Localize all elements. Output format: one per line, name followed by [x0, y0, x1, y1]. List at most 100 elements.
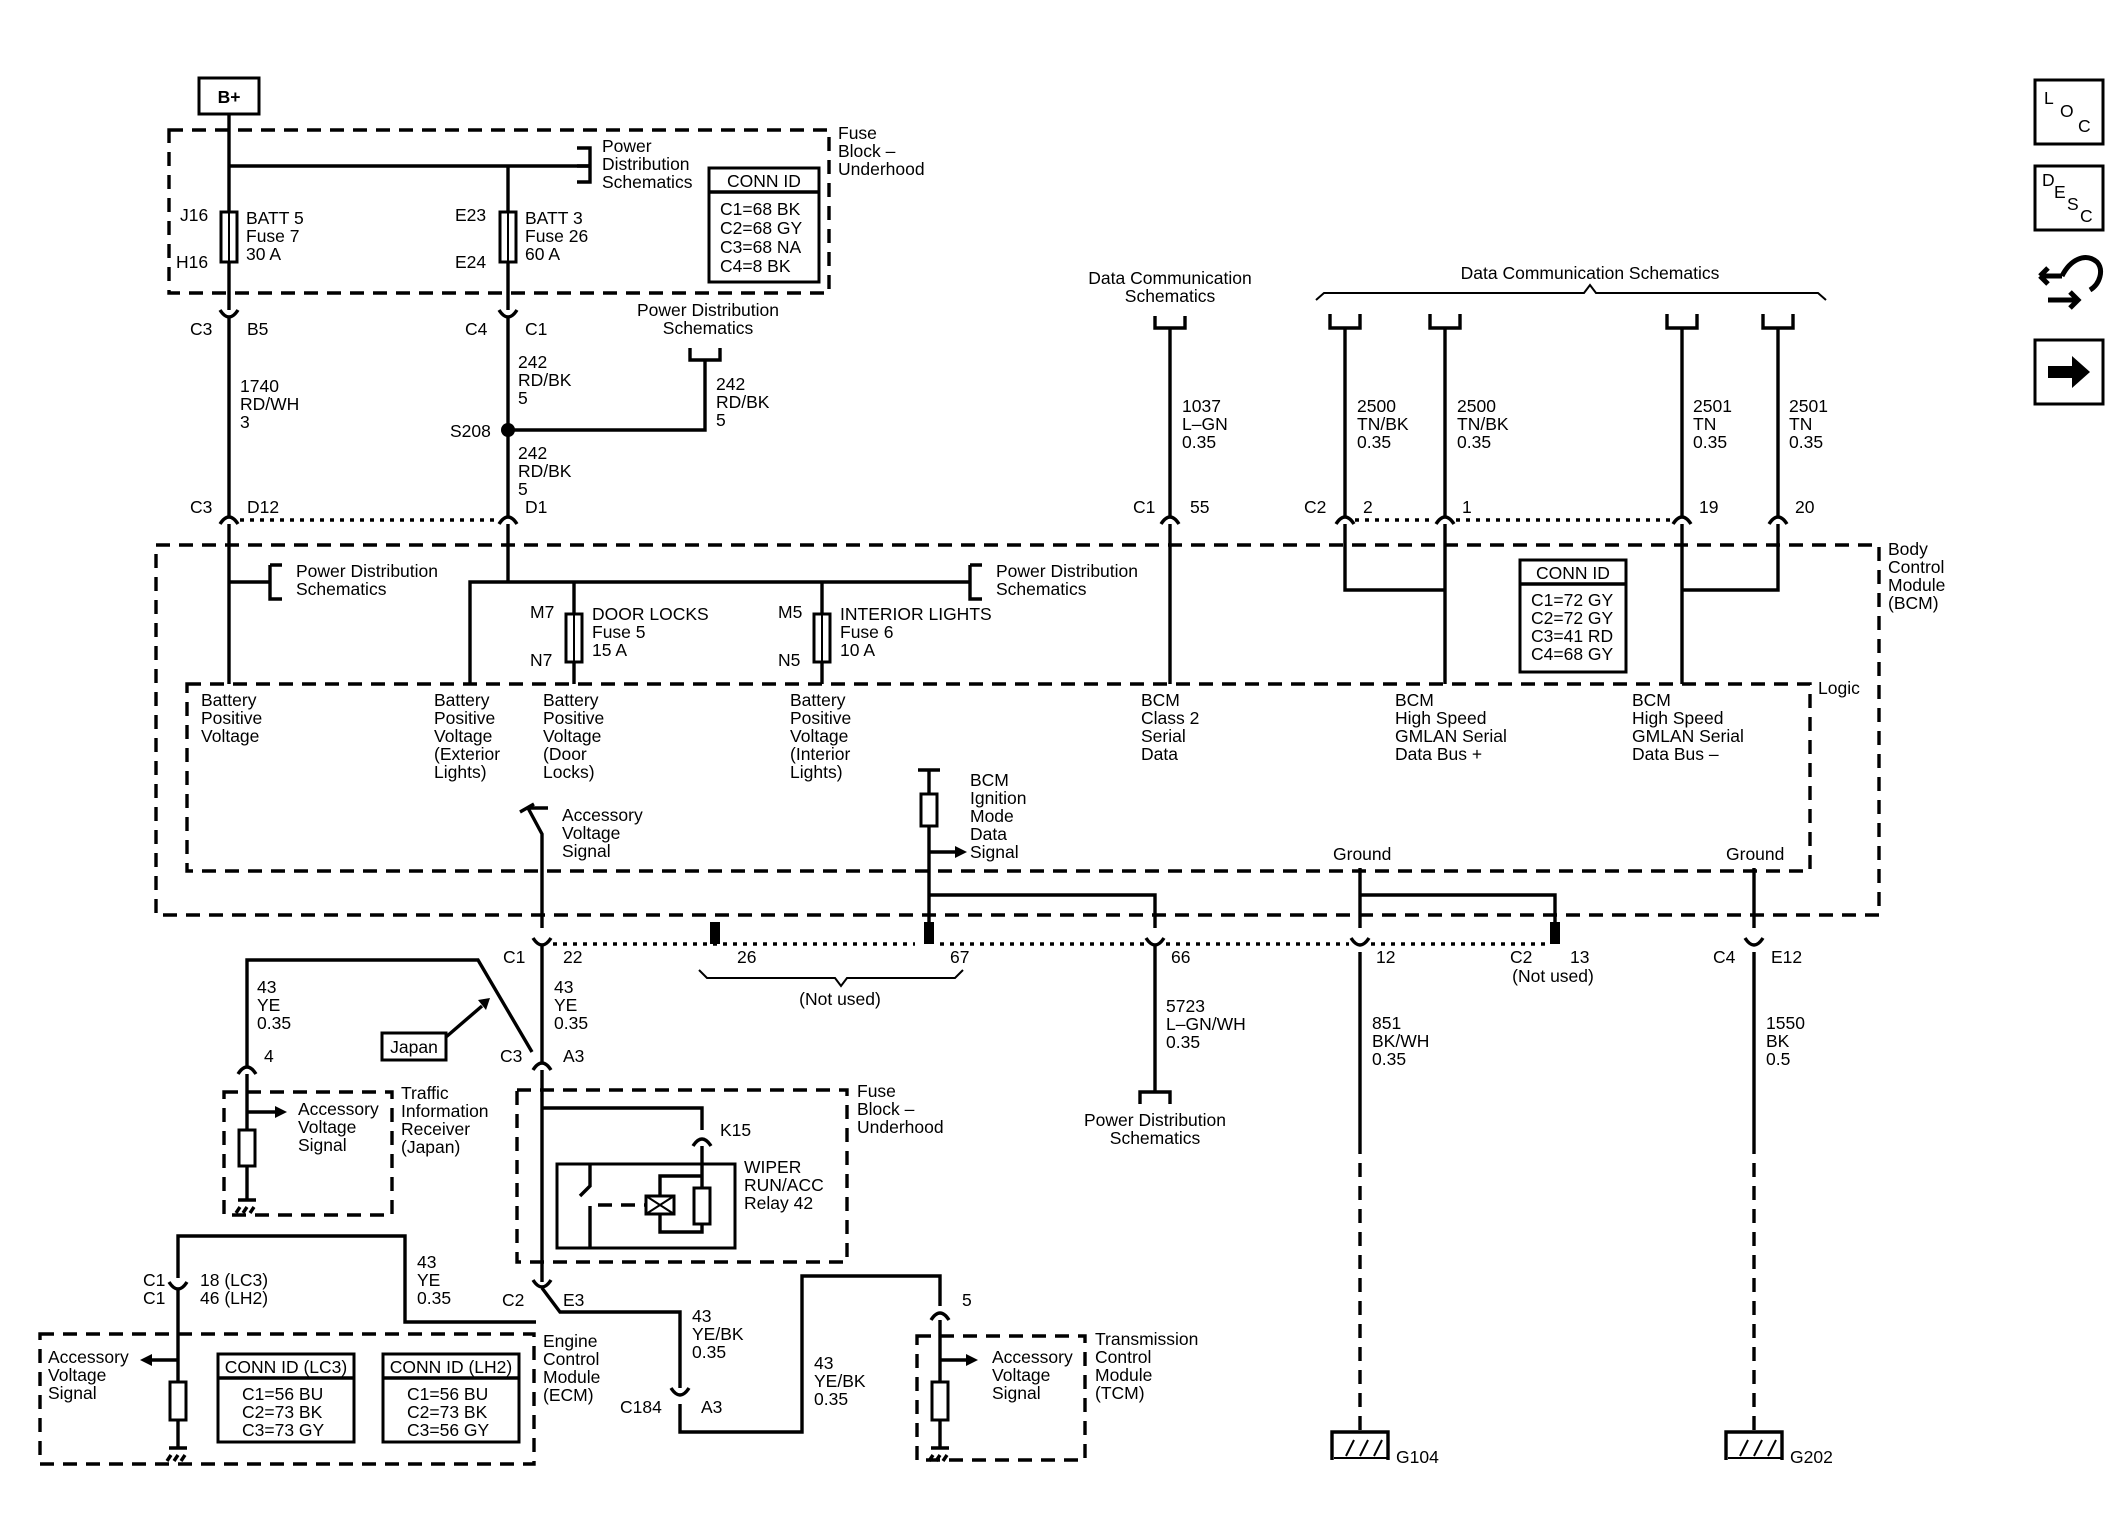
svg-text:46 (LH2): 46 (LH2): [200, 1288, 268, 1308]
bcm-ign-arrow-icon: [955, 846, 967, 858]
svg-text:YE: YE: [257, 995, 280, 1015]
ecm-signal-label: Accessory Voltage Signal: [48, 1347, 129, 1403]
ecm-feed-label: 43 YE 0.35: [417, 1252, 451, 1308]
wire-851-label: 851 BK/WH 0.35: [1372, 1013, 1429, 1069]
svg-text:Lights): Lights): [790, 762, 843, 782]
tir-signal-label: Accessory Voltage Signal: [298, 1099, 379, 1155]
ecm-arrow-icon: [140, 1354, 152, 1366]
conn-id-lh2: CONN ID (LH2) C1=56 BU C2=73 BK C3=56 GY: [381, 1352, 521, 1444]
svg-text:Underhood: Underhood: [838, 159, 925, 179]
svg-text:Mode: Mode: [970, 806, 1014, 826]
wire-5723-label: 5723 L–GN/WH 0.35: [1166, 996, 1246, 1052]
svg-text:Voltage: Voltage: [201, 726, 259, 746]
data-comm-bus-label: Data Communication Schematics: [1461, 263, 1720, 283]
svg-text:Fuse: Fuse: [857, 1081, 896, 1101]
svg-text:Data Bus –: Data Bus –: [1632, 744, 1719, 764]
desc-button[interactable]: D E S C: [2033, 164, 2105, 232]
svg-text:N5: N5: [778, 650, 800, 670]
fuse-block-underhood-top: [167, 128, 831, 295]
data-comm-brace: [1315, 283, 1827, 301]
svg-text:C2: C2: [1510, 947, 1532, 967]
svg-text:0.35: 0.35: [1693, 432, 1727, 452]
svg-text:B5: B5: [247, 319, 268, 339]
svg-text:0.35: 0.35: [1457, 432, 1491, 452]
svg-text:C2=72 GY: C2=72 GY: [1531, 608, 1614, 628]
japan-badge: Japan: [380, 998, 490, 1062]
wiper-relay-label: WIPER RUN/ACC Relay 42: [744, 1157, 824, 1213]
svg-text:BCM: BCM: [1141, 690, 1180, 710]
svg-text:CONN ID: CONN ID: [1536, 563, 1610, 583]
svg-text:Class 2: Class 2: [1141, 708, 1199, 728]
svg-text:Accessory: Accessory: [48, 1347, 129, 1367]
svg-text:BCM: BCM: [1632, 690, 1671, 710]
svg-text:2: 2: [1363, 497, 1373, 517]
svg-text:TN/BK: TN/BK: [1457, 414, 1509, 434]
svg-text:C: C: [2078, 116, 2091, 136]
svg-text:Signal: Signal: [298, 1135, 347, 1155]
svg-text:Battery: Battery: [201, 690, 257, 710]
svg-text:13: 13: [1570, 947, 1589, 967]
svg-text:TN: TN: [1789, 414, 1812, 434]
svg-text:Voltage: Voltage: [543, 726, 601, 746]
svg-text:Power Distribution: Power Distribution: [296, 561, 438, 581]
svg-text:E12: E12: [1771, 947, 1802, 967]
label-bpv-exterior-lights: Battery Positive Voltage (Exterior Light…: [434, 690, 500, 782]
svg-text:C3=73 GY: C3=73 GY: [242, 1420, 325, 1440]
pds-mid-label: Power Distribution Schematics: [637, 300, 779, 338]
bcm-pds1-bracket: [229, 563, 282, 601]
svg-text:C2=73 BK: C2=73 BK: [407, 1402, 488, 1422]
svg-text:Module: Module: [1888, 575, 1945, 595]
svg-text:Receiver: Receiver: [401, 1119, 470, 1139]
svg-text:Power Distribution: Power Distribution: [1084, 1110, 1226, 1130]
svg-text:Locks): Locks): [543, 762, 595, 782]
svg-text:G104: G104: [1396, 1447, 1439, 1467]
svg-text:5723: 5723: [1166, 996, 1205, 1016]
svg-text:Voltage: Voltage: [992, 1365, 1050, 1385]
svg-text:YE/BK: YE/BK: [692, 1324, 744, 1344]
svg-text:0.35: 0.35: [692, 1342, 726, 1362]
data-bus-brackets: [1328, 314, 1795, 330]
description-icon: D: [2042, 170, 2055, 190]
svg-text:D1: D1: [525, 497, 547, 517]
data-comm-single-label: Data Communication Schematics: [1088, 268, 1251, 306]
wire-43-ye-bk-b: [678, 1274, 942, 1434]
loc-button[interactable]: L O C: [2033, 78, 2105, 146]
svg-text:20: 20: [1795, 497, 1815, 517]
wire-43-ye-bk-b-label: 43 YE/BK 0.35: [814, 1353, 866, 1409]
harness-button[interactable]: [2038, 255, 2103, 310]
svg-text:19: 19: [1699, 497, 1718, 517]
svg-text:0.35: 0.35: [1789, 432, 1823, 452]
svg-text:CONN ID (LC3): CONN ID (LC3): [225, 1357, 348, 1377]
svg-text:(Not used): (Not used): [799, 989, 881, 1009]
svg-text:C4: C4: [1713, 947, 1736, 967]
svg-text:26: 26: [737, 947, 756, 967]
fuse-block-bottom-title: Fuse Block – Underhood: [857, 1081, 944, 1137]
svg-text:C3: C3: [190, 319, 212, 339]
svg-text:1037: 1037: [1182, 396, 1221, 416]
svg-text:Schematics: Schematics: [1110, 1128, 1201, 1148]
svg-text:N7: N7: [530, 650, 552, 670]
tir-title: Traffic Information Receiver (Japan): [401, 1083, 489, 1157]
svg-text:Accessory: Accessory: [992, 1347, 1073, 1367]
svg-text:43: 43: [257, 977, 276, 997]
svg-text:0.5: 0.5: [1766, 1049, 1790, 1069]
bcm-internal-bus: [468, 580, 970, 684]
bcm-title: Body Control Module (BCM): [1888, 539, 1945, 613]
svg-text:DOOR LOCKS: DOOR LOCKS: [592, 604, 709, 624]
connector-c3-a3: C3 A3: [500, 1046, 584, 1071]
bcm-ground1-wire: [1358, 868, 1557, 928]
wire-2501b-label: 2501 TN 0.35: [1789, 396, 1828, 452]
bcm-connector-c1-22: C1 22: [503, 937, 582, 967]
svg-text:55: 55: [1190, 497, 1209, 517]
connector-ecm-c1: [167, 1281, 189, 1291]
next-button[interactable]: [2033, 338, 2105, 406]
svg-text:60 A: 60 A: [525, 244, 560, 264]
pds-bottom-label: Power Distribution Schematics: [1084, 1110, 1226, 1148]
svg-text:BCM: BCM: [1395, 690, 1434, 710]
svg-text:22: 22: [563, 947, 582, 967]
wire-1037-label: 1037 L–GN 0.35: [1182, 396, 1228, 452]
label-bcm-gmlan-plus: BCM High Speed GMLAN Serial Data Bus +: [1395, 690, 1507, 764]
svg-text:(Japan): (Japan): [401, 1137, 460, 1157]
svg-text:2501: 2501: [1789, 396, 1828, 416]
svg-text:L–GN: L–GN: [1182, 414, 1228, 434]
